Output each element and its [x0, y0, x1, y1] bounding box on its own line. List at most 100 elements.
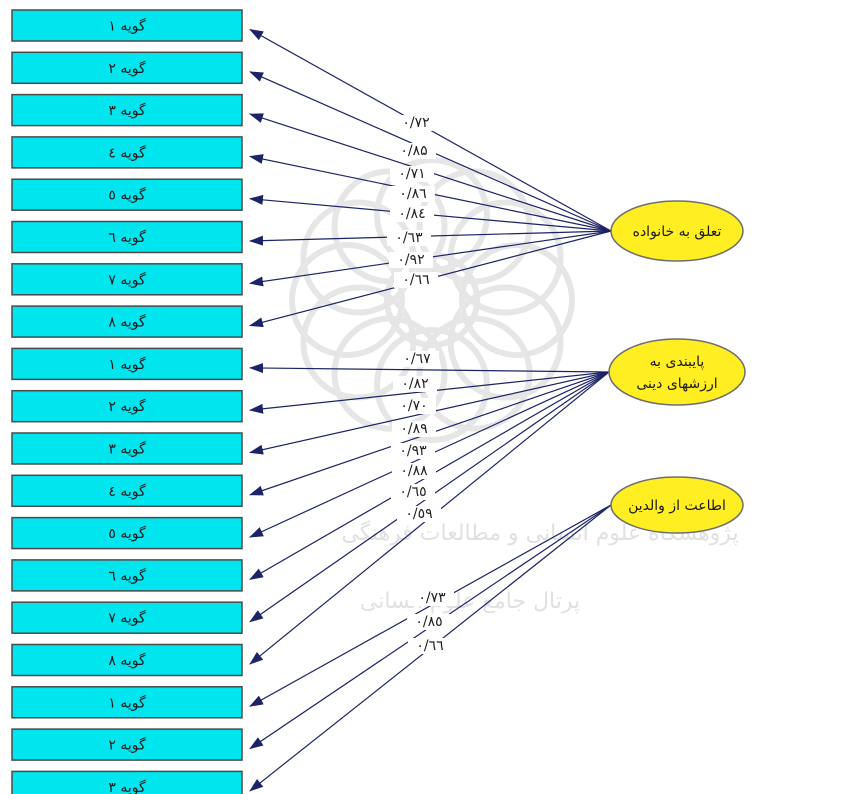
latent-label: تعلق به خانواده [633, 224, 722, 240]
indicator-rect [11, 136, 243, 169]
loading-label-bg [390, 206, 434, 222]
indicator-box: گویه ٦ [11, 559, 243, 592]
indicator-label: گویه ٥ [108, 187, 146, 204]
loading-value: ۰/۸۵ [400, 143, 427, 159]
loading-value: ۰/۸۸ [400, 463, 428, 479]
indicator-label: گویه ٦ [108, 229, 146, 246]
loading-value: ۰/۷۳ [418, 590, 446, 606]
indicator-rect [11, 559, 243, 592]
indicator-box: گویه ٤ [11, 136, 243, 169]
watermark-emblem-icon [289, 157, 575, 443]
indicator-box: گویه ۱ [11, 9, 243, 42]
indicator-label: گویه ٤ [108, 483, 146, 500]
indicator-rect [11, 389, 243, 423]
indicator-box: گویه ۷ [11, 601, 243, 634]
indicator-rect [11, 263, 243, 296]
loading-labels: ۰/۷۲ ۰/۸۵ ۰/۷۱ ۰/۸٦ ۰/۸٤ ۰/٦۳ ۰/۹۲ ۰/٦٦ ۰/٦۷ ۰/۸۲… [387, 115, 454, 654]
loading-label-bg [389, 252, 433, 268]
indicator-boxes: گویه ۱ گویه ۲ گویه ۳ گویه ٤ گویه ٥ گویه ٦ گویه… [11, 9, 243, 794]
loading-label-bg [397, 506, 441, 522]
latent-label: پایبندی به [650, 354, 705, 370]
loading-label-bg [391, 443, 435, 459]
indicator-rect [11, 347, 243, 381]
latent-ellipse: پایبندی به ارزشهای دینی [608, 338, 746, 406]
indicator-rect [11, 220, 243, 254]
loading-label-bg [394, 272, 438, 288]
indicator-rect [11, 643, 243, 677]
loading-label-bg [392, 421, 436, 437]
loading-value: ۰/۹۳ [399, 443, 427, 459]
latent-label: ارزشهای دینی [636, 376, 717, 392]
loading-label-bg [387, 230, 431, 246]
loading-label-bg [394, 115, 438, 131]
indicator-label: گویه ۷ [108, 271, 146, 288]
indicator-label: گویه ٥ [108, 525, 146, 542]
loading-label-bg [392, 143, 436, 159]
indicator-label: گویه ٦ [108, 567, 146, 584]
loading-label-bg [391, 186, 435, 202]
indicator-rect [11, 601, 243, 634]
indicator-rect [11, 432, 243, 465]
latent-shape [610, 200, 744, 262]
indicator-rect [11, 178, 243, 211]
loading-value: ۰/۸۲ [401, 376, 428, 392]
loading-value: ۰/۸٤ [398, 206, 425, 222]
indicator-box: گویه ٦ [11, 220, 243, 254]
loading-label-bg [395, 351, 439, 367]
loading-value: ۰/۸٦ [399, 186, 426, 202]
indicator-rect [11, 686, 243, 719]
indicator-rect [11, 474, 243, 508]
indicator-box: گویه ۱ [11, 347, 243, 381]
indicator-rect [11, 9, 243, 42]
latent-ellipse: اطاعت از والدین [610, 476, 744, 534]
loading-arrow [249, 363, 610, 374]
loading-label-bg [393, 376, 437, 392]
indicator-box: گویه ۳ [11, 93, 243, 127]
loading-value: ۰/۷۲ [402, 115, 429, 131]
loading-label-bg [407, 614, 451, 630]
indicator-rect [11, 770, 243, 794]
indicator-box: گویه ٤ [11, 474, 243, 508]
indicator-rect [11, 728, 243, 761]
loading-value: ۰/۸٥ [415, 614, 442, 630]
indicator-box: گویه ۲ [11, 51, 243, 85]
latent-ellipse: تعلق به خانواده [610, 200, 744, 262]
indicator-rect [11, 93, 243, 127]
indicator-box: گویه ٥ [11, 516, 243, 550]
loading-label-bg [410, 590, 454, 606]
loading-value: ۰/۷۱ [398, 166, 425, 182]
loading-label-bg [391, 484, 435, 500]
loading-value: ۰/٦۷ [403, 351, 431, 367]
loading-value: ۰/۸۹ [400, 421, 427, 437]
indicator-label: گویه ۸ [108, 652, 146, 669]
loading-label-bg [392, 398, 436, 414]
indicator-label: گویه ۲ [108, 737, 146, 754]
indicator-label: گویه ۳ [108, 441, 146, 458]
indicator-label: گویه ۳ [108, 102, 146, 119]
indicator-box: گویه ۸ [11, 643, 243, 677]
indicator-label: گویه ۲ [108, 398, 146, 415]
latent-label: اطاعت از والدین [628, 498, 726, 514]
loading-value: ۰/٦۳ [395, 230, 423, 246]
indicator-box: گویه ۳ [11, 432, 243, 465]
indicator-label: گویه ۳ [108, 779, 146, 794]
indicator-box: گویه ۷ [11, 263, 243, 296]
latent-ellipses: تعلق به خانواده پایبندی به ارزشهای دینی اطا… [608, 200, 746, 534]
indicator-box: گویه ۱ [11, 686, 243, 719]
loading-value: ۰/٦٥ [399, 484, 426, 500]
indicator-label: گویه ۷ [108, 610, 146, 627]
loading-label-bg [390, 166, 434, 182]
indicator-label: گویه ۲ [108, 60, 146, 77]
latent-shape [608, 338, 746, 406]
indicator-box: گویه ٥ [11, 178, 243, 211]
loading-value: ۰/۹۲ [397, 252, 424, 268]
loading-value: ۰/۷۰ [400, 398, 427, 414]
indicator-box: گویه ۲ [11, 389, 243, 423]
loading-value: ۰/٥۹ [405, 506, 432, 522]
loading-value: ۰/٦٦ [402, 272, 429, 288]
indicator-box: گویه ۳ [11, 770, 243, 794]
watermark-line-2: پرتال جامع علوم انسانی [360, 589, 580, 614]
indicator-label: گویه ٤ [108, 144, 146, 161]
indicator-rect [11, 305, 243, 338]
